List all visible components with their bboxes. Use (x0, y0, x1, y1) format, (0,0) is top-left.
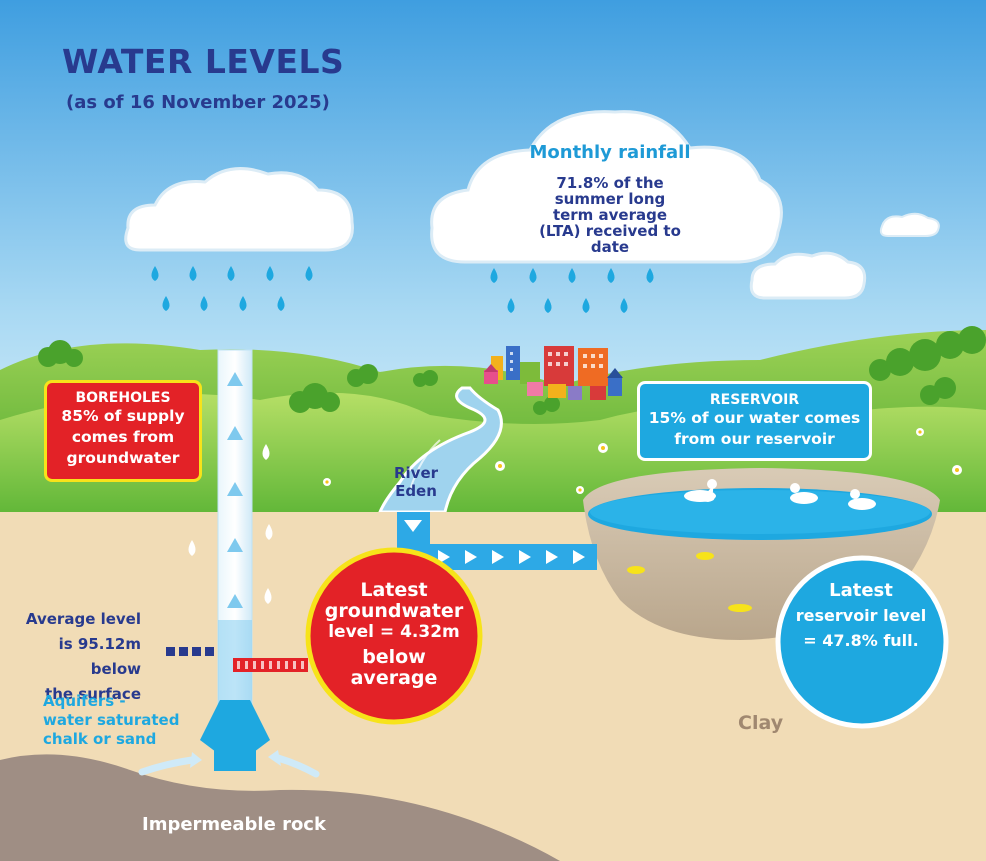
groundwater-line: Latest (360, 579, 428, 601)
groundwater-value: level = 4.32m (328, 622, 460, 642)
boreholes-heading: BOREHOLES (75, 390, 171, 406)
cloud-small-right (749, 212, 940, 300)
page-subtitle: (as of 16 November 2025) (66, 92, 330, 113)
aquifers-line: chalk or sand (43, 730, 157, 748)
groundwater-line: below (362, 646, 426, 668)
river-label-line: River (393, 464, 439, 482)
boreholes-line: groundwater (66, 449, 180, 467)
aquifers-label: Aquifers - water saturated chalk or sand (43, 692, 193, 749)
average-level-marker (166, 647, 214, 656)
raindrops-left (151, 266, 313, 311)
cloud-rainfall (430, 110, 783, 264)
river-pipe (397, 512, 597, 570)
page-title: WATER LEVELS (62, 42, 345, 81)
flowers (323, 428, 962, 494)
boreholes-line: 85% of supply (61, 407, 185, 425)
river-label-line: Eden (395, 482, 437, 500)
town (484, 346, 623, 400)
rock-label: Impermeable rock (142, 814, 326, 835)
rainfall-line: term average (552, 206, 668, 224)
rainfall-line: (LTA) received to (539, 222, 681, 240)
average-level-line: Average level (25, 610, 141, 628)
rainfall-heading: Monthly rainfall (529, 142, 691, 163)
groundwater-level-circle (305, 547, 483, 725)
reservoir-box: RESERVOIR 15% of our water comes from ou… (637, 381, 872, 461)
groundwater-level-text: Latest groundwater level = 4.32m below a… (316, 580, 472, 689)
rainfall-value-line: 71.8% of the (556, 174, 664, 192)
average-level-label: Average level is 95.12m below the surfac… (16, 607, 141, 707)
reservoir-level-line: Latest (829, 580, 893, 601)
reservoir-level-value: = 47.8% full. (803, 631, 919, 650)
clay-label: Clay (738, 712, 784, 734)
reservoir-line: 15% of our water comes (648, 409, 861, 427)
reservoir-level-line: reservoir level (795, 606, 927, 625)
reservoir-heading: RESERVOIR (709, 392, 800, 408)
latest-level-marker (233, 658, 308, 672)
rainfall-text: 71.8% of the summer long term average (L… (530, 175, 690, 255)
average-level-line: is 95.12m below (58, 635, 141, 678)
raindrops-right (490, 268, 654, 313)
rainfall-line: date (590, 238, 630, 256)
borehole-shaft (138, 349, 320, 778)
average-level-line: the surface (45, 685, 141, 703)
river-eden (377, 386, 503, 514)
reservoir-line: from our reservoir (674, 430, 835, 448)
boreholes-box: BOREHOLES 85% of supply comes from groun… (44, 380, 202, 482)
groundwater-line: groundwater (324, 600, 464, 622)
aquifers-line: water saturated (43, 711, 180, 729)
aquifers-line: Aquifers - (43, 692, 126, 710)
impermeable-rock (0, 754, 560, 861)
reservoir-bowl (583, 468, 940, 640)
rainfall-line: summer long (554, 190, 666, 208)
groundwater-droplets (188, 444, 273, 604)
reservoir-level-circle (775, 555, 949, 729)
boreholes-line: comes from (71, 428, 175, 446)
groundwater-line: average (350, 667, 438, 689)
river-label: River Eden (386, 464, 446, 500)
reservoir-level-text: Latest reservoir level = 47.8% full. (786, 578, 936, 653)
cloud-left (124, 167, 354, 252)
bushes (38, 326, 986, 415)
